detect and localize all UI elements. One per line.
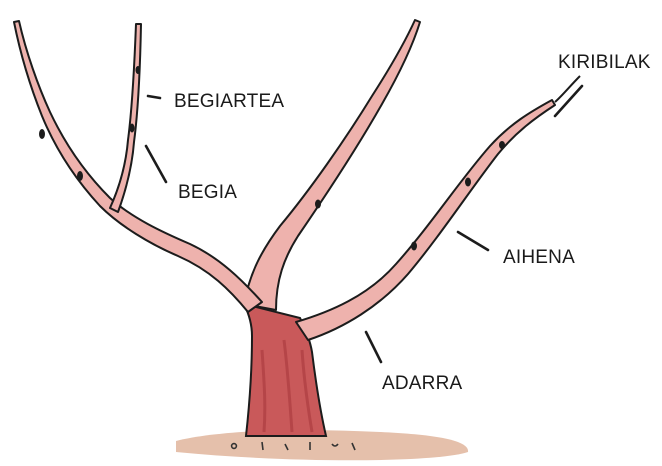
label-aihena: AIHENA <box>503 247 575 269</box>
right-branch <box>296 100 555 340</box>
leader-begia <box>146 146 166 182</box>
tendril-tip <box>555 76 580 102</box>
label-kiribilak: KIRIBILAK <box>558 52 651 74</box>
leader-kiribilak <box>555 86 582 116</box>
leader-adarra <box>366 332 381 362</box>
inner-shoot <box>110 24 141 212</box>
label-begia: BEGIA <box>178 182 237 204</box>
leader-aihena <box>458 232 488 250</box>
label-begiartea: BEGIARTEA <box>174 91 284 113</box>
leader-begiartea <box>148 96 160 98</box>
label-adarra: ADARRA <box>382 373 462 395</box>
